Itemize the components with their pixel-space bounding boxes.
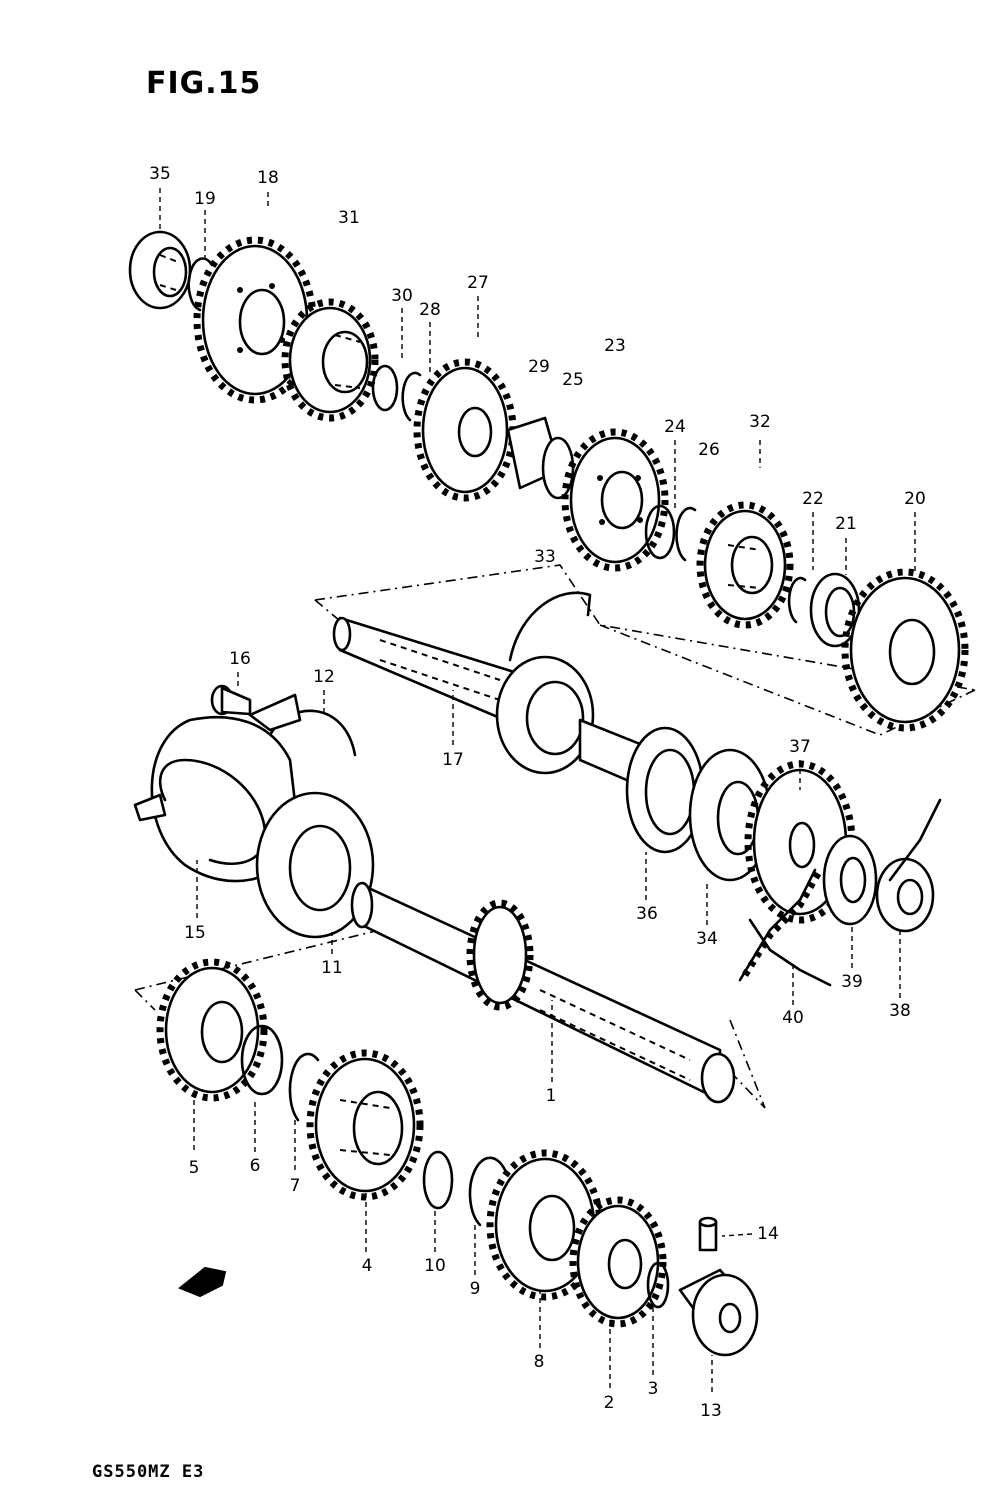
- callout-37: 37: [789, 737, 811, 757]
- callout-36: 36: [636, 904, 658, 924]
- callout-10: 10: [424, 1256, 446, 1276]
- callout-15: 15: [184, 923, 206, 943]
- part-14-pin: [698, 1216, 718, 1252]
- part-28-circlip: [401, 371, 422, 422]
- part-25-washer: [541, 436, 575, 500]
- part-38-nut: [875, 857, 935, 933]
- callout-21: 21: [835, 514, 857, 534]
- callout-27: 27: [467, 273, 489, 293]
- part-40-drive-chain: [738, 798, 942, 987]
- callout-40: 40: [782, 1008, 804, 1028]
- callout-14: 14: [757, 1224, 779, 1244]
- callout-3: 3: [647, 1379, 659, 1399]
- callout-22: 22: [802, 489, 824, 509]
- part-16-pin: [210, 684, 252, 716]
- callout-23: 23: [604, 336, 626, 356]
- leader-lines: [159, 188, 916, 1392]
- part-26-circlip: [675, 506, 697, 562]
- part-10-washer: [422, 1150, 454, 1210]
- callout-29: 29: [528, 357, 550, 377]
- front-arrow-icon: [178, 1266, 227, 1298]
- callout-38: 38: [889, 1001, 911, 1021]
- part-3-washer: [646, 1261, 670, 1309]
- part-32-gear: [696, 501, 794, 629]
- callout-5: 5: [188, 1158, 200, 1178]
- part-24-washer: [644, 504, 676, 560]
- part-5-gear: [156, 958, 268, 1102]
- callout-4: 4: [361, 1256, 373, 1276]
- part-17-countershaft: [332, 616, 542, 737]
- part-6-washer: [240, 1024, 284, 1096]
- callout-31: 31: [338, 208, 360, 228]
- callout-7: 7: [289, 1176, 301, 1196]
- callout-6: 6: [249, 1156, 261, 1176]
- callout-1: 1: [545, 1086, 557, 1106]
- callout-33: 33: [534, 547, 556, 567]
- model-code: GS550MZ E3: [92, 1462, 205, 1482]
- part-31-gear: [281, 298, 379, 422]
- callout-39: 39: [841, 972, 863, 992]
- callout-12: 12: [313, 667, 335, 687]
- part-4-gear: [306, 1049, 424, 1201]
- part-11-bearing: [255, 791, 375, 939]
- callout-25: 25: [562, 370, 584, 390]
- part-7-circlip: [288, 1052, 320, 1122]
- part-2-gear: [569, 1196, 667, 1328]
- part-19-circlip: [187, 257, 214, 312]
- callout-34: 34: [696, 929, 718, 949]
- callout-9: 9: [469, 1279, 481, 1299]
- part-9-circlip: [468, 1156, 507, 1227]
- figure-title: FIG.15: [146, 66, 262, 101]
- callout-20: 20: [904, 489, 926, 509]
- part-27-gear: [413, 358, 517, 502]
- callout-32: 32: [749, 412, 771, 432]
- callout-13: 13: [700, 1401, 722, 1421]
- callout-2: 2: [603, 1393, 615, 1413]
- callout-28: 28: [419, 300, 441, 320]
- part-30-washer: [371, 364, 399, 412]
- part-39-lockwasher: [822, 834, 878, 926]
- part-22-circlip: [787, 576, 807, 624]
- part-1-mainshaft: [350, 881, 736, 1104]
- callout-30: 30: [391, 286, 413, 306]
- part-35-bearing: [128, 230, 192, 310]
- callout-11: 11: [321, 958, 343, 978]
- callout-19: 19: [194, 189, 216, 209]
- part-33-oring: [508, 591, 592, 662]
- callout-17: 17: [442, 750, 464, 770]
- callout-16: 16: [229, 649, 251, 669]
- callout-24: 24: [664, 417, 686, 437]
- part-20-gear: [841, 568, 969, 732]
- part-13-bearing: [678, 1268, 759, 1357]
- callout-18: 18: [257, 168, 279, 188]
- part-23-gear: [561, 428, 669, 572]
- callout-26: 26: [698, 440, 720, 460]
- part-17-bearing: [495, 655, 652, 792]
- callout-35: 35: [149, 164, 171, 184]
- callout-8: 8: [533, 1352, 545, 1372]
